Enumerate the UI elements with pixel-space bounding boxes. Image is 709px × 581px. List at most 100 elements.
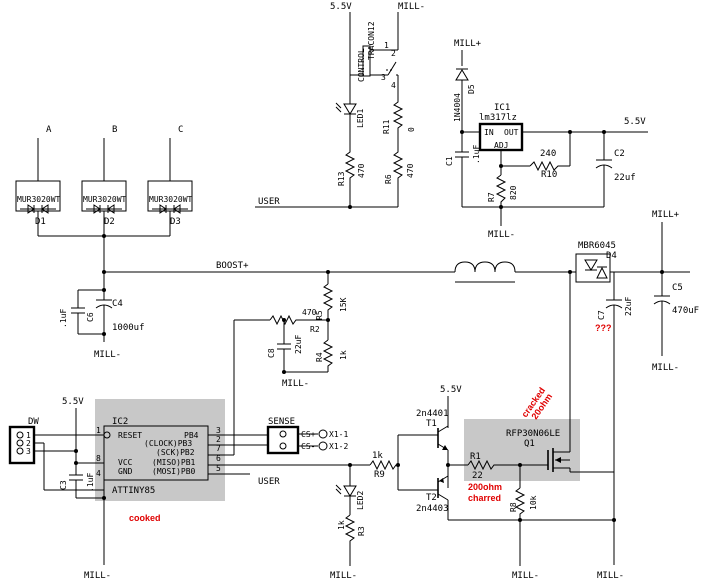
sense-connector-box — [266, 425, 300, 455]
attiny-label: ATTINY85 — [112, 486, 155, 496]
r7-value: 820 — [509, 185, 518, 200]
r7-label: R7 — [487, 192, 496, 202]
ic2-pin3-label: 3 — [216, 426, 221, 435]
r9-value: 1k — [372, 451, 383, 461]
phase-b-label: B — [112, 125, 117, 135]
d3-label: D3 — [170, 217, 181, 227]
c8-label: C8 — [267, 348, 276, 358]
r4-resistor — [322, 339, 334, 372]
ic2-pin6-label: 6 — [216, 454, 221, 463]
r5-resistor — [322, 283, 334, 318]
ic2-pin4-label: 4 — [96, 469, 101, 478]
r11-label: R11 — [382, 119, 391, 134]
mosfet-highlight-box — [464, 419, 580, 481]
ic1-adj-label: ADJ — [494, 141, 508, 150]
r6-label: R6 — [384, 174, 393, 184]
d4-diode-a-icon — [584, 259, 598, 271]
mill-minus-top-label: MILL- — [398, 2, 425, 12]
control-section: 5.5V MILL- CONTROL TRACON12 1 2 3 4 LED1 — [255, 2, 425, 209]
pin2-label: 2 — [391, 49, 396, 58]
ic2-box — [103, 425, 209, 481]
c2-value: 22uf — [614, 173, 636, 183]
r13-resistor — [344, 148, 356, 205]
cooked-annotation: cooked — [129, 513, 161, 523]
r3-value: 1k — [337, 520, 346, 530]
user-top-label: USER — [258, 197, 280, 207]
cs-minus-label: CS- — [301, 442, 315, 451]
c1-label: C1 — [445, 156, 454, 166]
c3-label: C3 — [59, 480, 68, 490]
sense-connector-section: SENSE CS+ CS- X1-1 X1-2 — [266, 417, 348, 455]
regulator-section: MILL+ D5 1N4004 IC1 lm317lz IN OUT ADJ 5… — [445, 39, 648, 240]
ic2-pin7-label: 7 — [216, 444, 221, 453]
r10-label: R10 — [541, 170, 557, 180]
cs-plus-label: CS+ — [301, 430, 316, 439]
c5-label: C5 — [672, 283, 683, 293]
d4-label: D4 — [606, 251, 617, 261]
mosi-pb0-label: (MOSI)PB0 — [152, 467, 196, 476]
c7-value: 22uF — [624, 297, 633, 316]
led1-icon — [335, 102, 357, 115]
x1-2-terminal-icon — [318, 441, 328, 451]
c4-label: C4 — [112, 299, 123, 309]
ic1-label: IC1 — [494, 103, 510, 113]
driver-input-section: 1k R9 LED2 1k R3 MILL- — [330, 451, 398, 581]
ic2-pin8-label: 8 — [96, 454, 101, 463]
d4-box — [575, 253, 611, 283]
r1-resistor — [467, 459, 520, 471]
d2-part-label: MUR3020WT — [83, 195, 127, 204]
r1-value: 22 — [472, 471, 483, 481]
ic1-in-label: IN — [484, 128, 494, 137]
c5-value: 470uF — [672, 306, 699, 316]
r8-value: 10k — [529, 495, 538, 510]
ic2-pin2-label: 2 — [216, 435, 221, 444]
c1-value: .1uF — [472, 145, 481, 164]
c7-label: C7 — [597, 310, 606, 320]
t1-label: T1 — [426, 419, 437, 429]
r9-label: R9 — [374, 470, 385, 480]
ic1-part-label: lm317lz — [479, 113, 517, 123]
mbr-label: MBR6045 — [578, 241, 616, 251]
question-annotation: ??? — [595, 323, 612, 333]
ic2-pin5-label: 5 — [216, 464, 221, 473]
x1-1-terminal-icon — [318, 429, 328, 439]
r1-label: R1 — [470, 452, 481, 462]
dw-pin3-label: 3 — [26, 447, 31, 456]
dw-connector-section: DW 1 2 3 — [8, 417, 104, 491]
rectifier-section: A B C MUR3020WT D1 MUR3020WT D2 MUR3020W… — [15, 125, 193, 272]
r11-resistor — [392, 98, 404, 148]
r6-resistor — [392, 148, 404, 205]
ohm200-annotation: 200ohm — [468, 482, 502, 492]
d2-label: D2 — [104, 217, 115, 227]
c6-label: C6 — [86, 312, 95, 322]
d1-part-label: MUR3020WT — [17, 195, 61, 204]
r13-label: R13 — [337, 171, 346, 186]
d4-diode-b-icon — [596, 266, 608, 279]
mill-minus-r3-label: MILL- — [330, 571, 357, 581]
led2-label: LED2 — [356, 491, 365, 510]
d5-diode-icon — [455, 68, 469, 81]
r8-label: R8 — [509, 502, 518, 512]
boost-label: BOOST+ — [216, 261, 249, 271]
r4-label: R4 — [315, 352, 324, 362]
totem-pole-section: 5.5V 2n4401 T1 T2 2n4403 200ohm charred … — [396, 385, 624, 581]
mill-minus-r4-label: MILL- — [282, 379, 309, 389]
phase-c-label: C — [178, 125, 183, 135]
boost-bus: BOOST+ MBR6045 D4 MILL+ C5 470uF MILL- — [102, 210, 699, 565]
v55-left-label: 5.5V — [62, 397, 84, 407]
r2-resistor — [269, 314, 328, 326]
c6-value: .1uF — [59, 309, 68, 328]
v55-right-label: 5.5V — [624, 117, 646, 127]
q1-label: Q1 — [524, 439, 535, 449]
mill-minus-c5-label: MILL- — [652, 363, 679, 373]
control-label: CONTROL — [357, 48, 366, 82]
reset-label: RESET — [118, 431, 142, 440]
r4-value: 1k — [339, 350, 348, 360]
t2-label: T2 — [426, 493, 437, 503]
dw-pin1-label: 1 — [26, 431, 31, 440]
inductor-coil — [454, 261, 516, 273]
charred-annotation: charred — [468, 493, 501, 503]
r13-value: 470 — [357, 163, 366, 178]
sense-label: SENSE — [268, 417, 295, 427]
